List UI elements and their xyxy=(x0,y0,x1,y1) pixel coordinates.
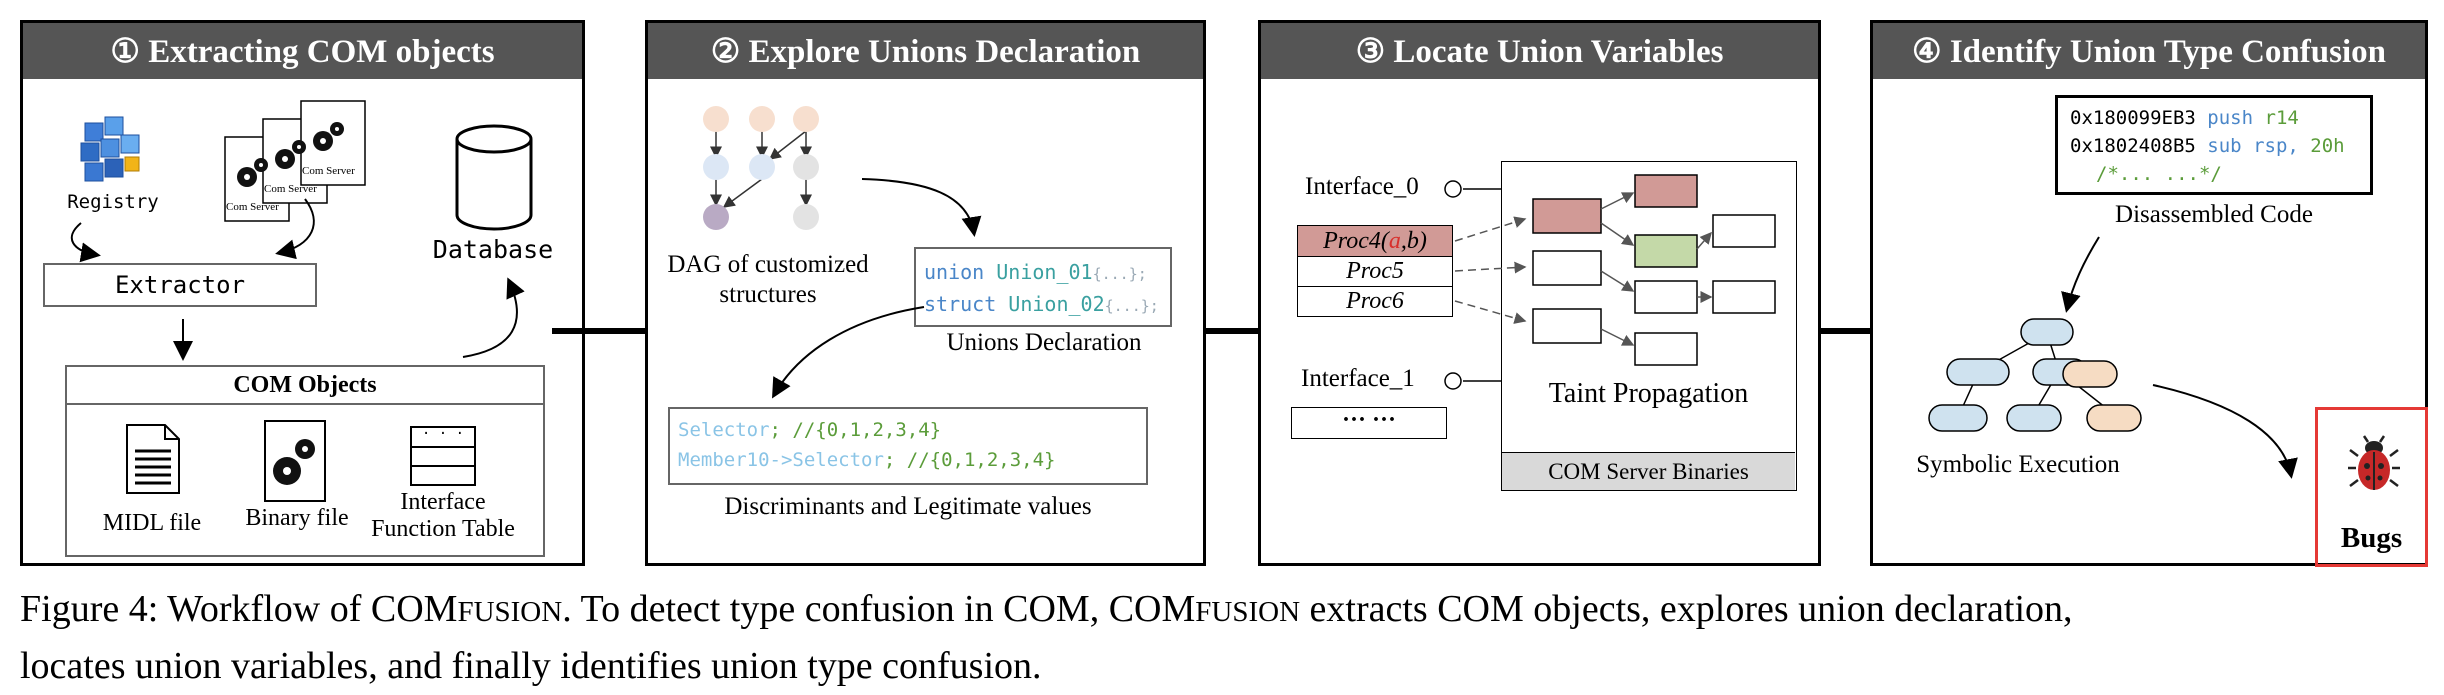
function-table-icon xyxy=(410,426,476,486)
more-dots: ··· ··· xyxy=(1341,407,1397,433)
union-keyword: union xyxy=(924,260,985,284)
struct-body: {...}; xyxy=(1104,297,1159,315)
caption-prefix: Figure 4: Workflow of COM xyxy=(20,588,458,630)
proc6-label: Proc6 xyxy=(1346,288,1404,314)
midl-file-icon xyxy=(126,424,180,494)
panel1-arrows xyxy=(70,198,525,361)
struct-line: struct Union_02{...}; xyxy=(924,289,1170,321)
taint-graph xyxy=(1454,174,1776,382)
member-var: Member10->Selector xyxy=(678,449,884,471)
panel4-arrows xyxy=(2061,236,2298,479)
binary-file-label: Binary file xyxy=(245,505,349,531)
discriminants-label: Discriminants and Legitimate values xyxy=(724,493,1092,520)
com-objects-title: COM Objects xyxy=(67,367,543,405)
symbolic-execution-label: Symbolic Execution xyxy=(1916,451,2120,478)
registry-icon xyxy=(80,116,140,182)
interface0-port xyxy=(1444,180,1462,198)
panel-title: ① Extracting COM objects xyxy=(23,23,582,79)
caption-comfusion-1: FUSION xyxy=(457,596,563,628)
code1-op: push xyxy=(2207,107,2254,129)
proc4-prefix: Proc4( xyxy=(1323,228,1389,254)
code2-arg2: 20h xyxy=(2310,135,2345,157)
proc4-param-a: a xyxy=(1388,228,1401,254)
symbolic-tree-orange-node xyxy=(2062,360,2118,388)
function-table-dots: · · · xyxy=(421,426,465,442)
ift-label-line1: Interface xyxy=(400,489,486,515)
bugs-box: Bugs xyxy=(2315,407,2428,567)
database-icon xyxy=(455,124,533,231)
caption-line-1: Figure 4: Workflow of COMFUSION. To dete… xyxy=(20,582,2430,639)
interface1-label: Interface_1 xyxy=(1301,365,1415,392)
member-line: Member10->Selector; //{0,1,2,3,4} xyxy=(678,445,1146,475)
code2-op: sub xyxy=(2207,135,2242,157)
caption-mid: . To detect type confusion in COM, COM xyxy=(562,588,1196,630)
panel-explore-unions: ② Explore Unions Declaration DAG of cust… xyxy=(645,20,1206,566)
symbolic-tree xyxy=(1928,318,2142,432)
selector-line: Selector; //{0,1,2,3,4} xyxy=(678,415,1146,445)
disassembled-code-label: Disassembled Code xyxy=(2115,201,2313,228)
bug-icon xyxy=(2348,435,2400,490)
caption-line-2: locates union variables, and finally ide… xyxy=(20,645,1042,687)
code1-arg: r14 xyxy=(2264,107,2299,129)
union-name: Union_01 xyxy=(996,260,1093,284)
discriminants-box: Selector; //{0,1,2,3,4} Member10->Select… xyxy=(668,407,1148,485)
extractor-box: Extractor xyxy=(43,263,317,307)
bugs-label: Bugs xyxy=(2340,522,2403,554)
proc5-label: Proc5 xyxy=(1346,258,1404,284)
code-line-1: 0x180099EB3 push r14 xyxy=(2070,104,2370,132)
proc4-box: Proc4(a,b) xyxy=(1297,225,1453,257)
unions-declaration-box: union Union_01{...}; struct Union_02{...… xyxy=(914,247,1172,327)
com-server-label-2: Com Server xyxy=(264,183,317,195)
disassembled-code-box: 0x180099EB3 push r14 0x1802408B5 sub rsp… xyxy=(2055,95,2373,195)
more-interfaces-box: ··· ··· xyxy=(1291,407,1447,439)
panel-title: ② Explore Unions Declaration xyxy=(648,23,1203,79)
panel2-arrows xyxy=(772,178,982,399)
figure-caption: Figure 4: Workflow of COMFUSION. To dete… xyxy=(20,582,2430,693)
code2-addr: 0x1802408B5 xyxy=(2070,135,2196,157)
midl-file-label: MIDL file xyxy=(102,510,202,536)
proc6-box: Proc6 xyxy=(1297,286,1453,317)
interface1-port xyxy=(1444,372,1462,390)
code1-addr: 0x180099EB3 xyxy=(2070,107,2196,129)
com-server-icon xyxy=(224,100,366,222)
struct-keyword: struct xyxy=(924,292,997,316)
registry-label: Registry xyxy=(67,191,159,213)
panel-title: ④ Identify Union Type Confusion xyxy=(1873,23,2425,79)
com-server-binaries-box: Taint Propagation COM Server Binaries xyxy=(1501,161,1797,491)
code2-arg1: rsp, xyxy=(2253,135,2299,157)
unions-declaration-label: Unions Declaration xyxy=(946,329,1142,356)
dag-label-line2: structures xyxy=(719,281,817,308)
panel-identify-type-confusion: ④ Identify Union Type Confusion 0x180099… xyxy=(1870,20,2428,567)
union-line: union Union_01{...}; xyxy=(924,257,1170,289)
code-line-2: 0x1802408B5 sub rsp, 20h xyxy=(2070,132,2370,160)
ift-label-line2: Function Table xyxy=(371,516,515,542)
panel-title: ③ Locate Union Variables xyxy=(1261,23,1818,79)
selector-var: Selector xyxy=(678,419,770,441)
com-server-binaries-label: COM Server Binaries xyxy=(1502,452,1795,490)
com-server-label-3: Com Server xyxy=(302,165,355,177)
dag-label-line1: DAG of customized xyxy=(667,251,869,278)
proc4-sep: , xyxy=(1400,228,1407,254)
proc4-param-b: b) xyxy=(1406,228,1427,254)
struct-name: Union_02 xyxy=(1008,292,1105,316)
member-comment: ; //{0,1,2,3,4} xyxy=(883,449,1056,471)
database-label: Database xyxy=(432,235,554,264)
extractor-label: Extractor xyxy=(114,271,246,299)
caption-rest: extracts COM objects, explores union dec… xyxy=(1300,588,2073,630)
code3-comment: /*... ...*/ xyxy=(2096,163,2222,185)
caption-comfusion-2: FUSION xyxy=(1195,596,1301,628)
union-body: {...}; xyxy=(1092,265,1147,283)
dag-graph xyxy=(703,106,819,230)
interface0-label: Interface_0 xyxy=(1305,173,1419,200)
taint-propagation-label: Taint Propagation xyxy=(1548,378,1749,409)
panel-extracting-com-objects: ① Extracting COM objects Registry Com Se… xyxy=(20,20,585,566)
binary-file-icon xyxy=(264,420,326,502)
com-server-label-1: Com Server xyxy=(226,201,279,213)
selector-comment: ; //{0,1,2,3,4} xyxy=(769,419,942,441)
panel-locate-union-variables: ③ Locate Union Variables Interface_0 Pro… xyxy=(1258,20,1821,566)
code-line-3: /*... ...*/ xyxy=(2070,160,2370,188)
